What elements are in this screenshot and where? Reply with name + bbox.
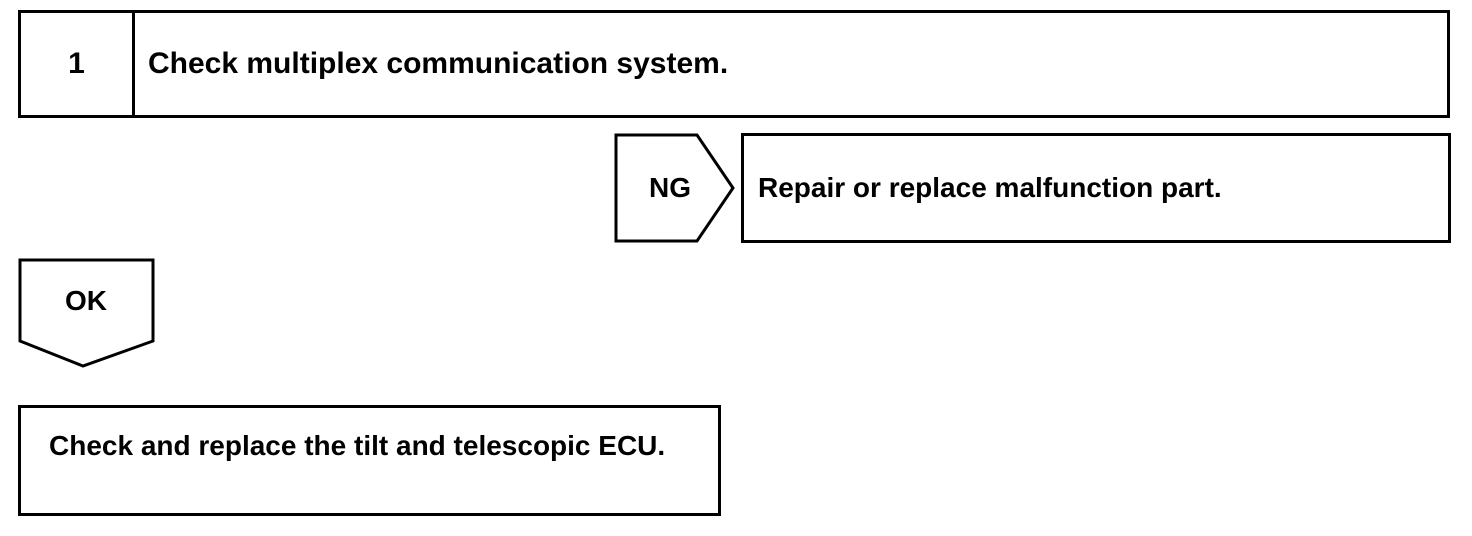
ok-action-text: Check and replace the tilt and telescopi…: [49, 430, 666, 461]
ng-action-text: Repair or replace malfunction part.: [758, 172, 1222, 203]
ng-action-box: Repair or replace malfunction part.: [741, 133, 1451, 243]
step-number: 1: [68, 47, 85, 80]
step-box: 1 Check multiplex communication system.: [18, 10, 1450, 118]
ok-arrow-shape: [18, 258, 155, 368]
ng-label: NG: [649, 172, 691, 203]
step-title: Check multiplex communication system.: [148, 47, 729, 80]
ok-action-box: Check and replace the tilt and telescopi…: [18, 405, 721, 516]
ok-label: OK: [65, 285, 107, 316]
ng-arrow-shape: [614, 133, 735, 243]
step-divider: [132, 13, 135, 115]
